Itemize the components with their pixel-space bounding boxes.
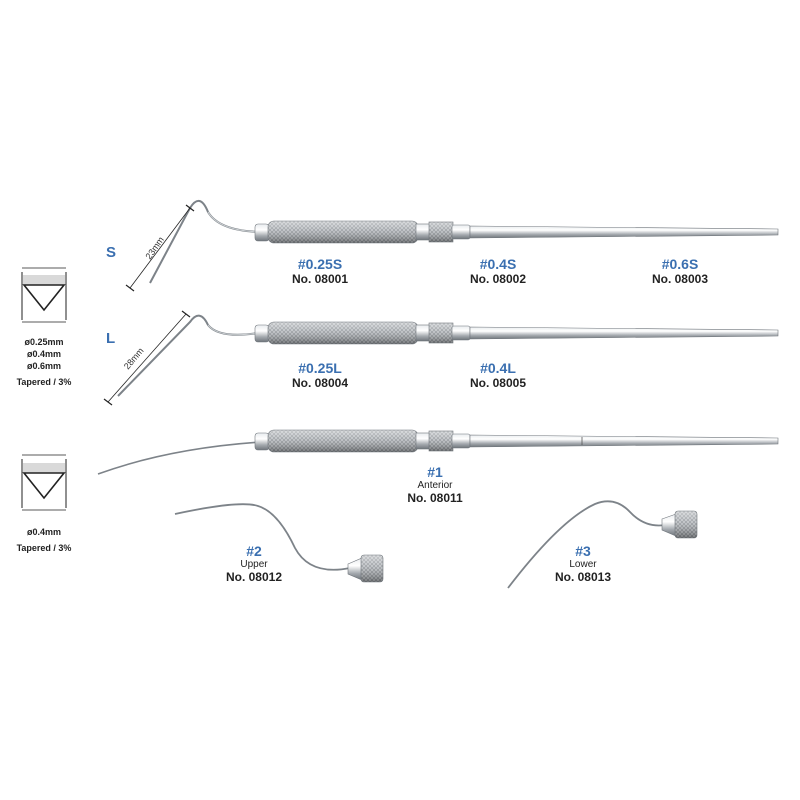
product-number: No. 08002 — [469, 272, 527, 286]
product-label-08004: #0.25L No. 08004 — [270, 360, 370, 390]
product-code: #0.25S — [297, 256, 343, 272]
anterior-instrument — [97, 429, 779, 475]
product-number: No. 08012 — [225, 570, 283, 584]
product-code: #0.4S — [479, 256, 517, 272]
length-label-s: 23mm — [143, 235, 166, 261]
taper-diagram-top — [21, 267, 67, 323]
product-code: #2 — [246, 543, 262, 559]
upper-instrument — [174, 503, 384, 583]
product-number: No. 08003 — [651, 272, 709, 286]
product-label-08001: #0.25S No. 08001 — [270, 256, 370, 286]
product-label-08012: #2 Upper No. 08012 — [204, 543, 304, 584]
product-code: #3 — [575, 543, 591, 559]
product-label-08003: #0.6S No. 08003 — [630, 256, 730, 286]
product-label-08005: #0.4L No. 08005 — [448, 360, 548, 390]
product-number: No. 08013 — [554, 570, 612, 584]
tip-spec-top-diameter-3: ø0.6mm — [26, 361, 61, 371]
length-dimension-l: 28mm — [103, 310, 191, 406]
product-code: #0.25L — [298, 360, 342, 376]
product-number: No. 08004 — [291, 376, 349, 390]
product-description: Anterior — [417, 480, 453, 491]
product-code: #1 — [427, 464, 443, 480]
group-letter-s: S — [106, 244, 117, 261]
product-label-08002: #0.4S No. 08002 — [448, 256, 548, 286]
product-number: No. 08001 — [291, 272, 349, 286]
spreader-s-instrument — [149, 200, 779, 284]
product-number: No. 08005 — [469, 376, 527, 390]
product-code: #0.6S — [661, 256, 699, 272]
tip-spec-bottom-taper: Tapered / 3% — [16, 543, 72, 553]
lower-instrument — [507, 500, 698, 589]
product-number: No. 08011 — [407, 491, 463, 505]
product-label-08011: #1 Anterior No. 08011 — [385, 464, 485, 505]
product-code: #0.4L — [480, 360, 516, 376]
product-description: Upper — [240, 559, 268, 570]
group-letter-l: L — [106, 330, 116, 347]
length-label-l: 28mm — [122, 346, 146, 372]
tip-spec-top-diameter-2: ø0.4mm — [26, 349, 61, 359]
product-label-08013: #3 Lower No. 08013 — [533, 543, 633, 584]
product-description: Lower — [569, 559, 597, 570]
taper-diagram-bottom — [21, 454, 67, 511]
spreader-l-instrument — [117, 314, 779, 397]
tip-spec-top-taper: Tapered / 3% — [16, 377, 72, 387]
tip-spec-top-diameter-1: ø0.25mm — [24, 337, 64, 347]
tip-spec-bottom-diameter-1: ø0.4mm — [26, 527, 61, 537]
